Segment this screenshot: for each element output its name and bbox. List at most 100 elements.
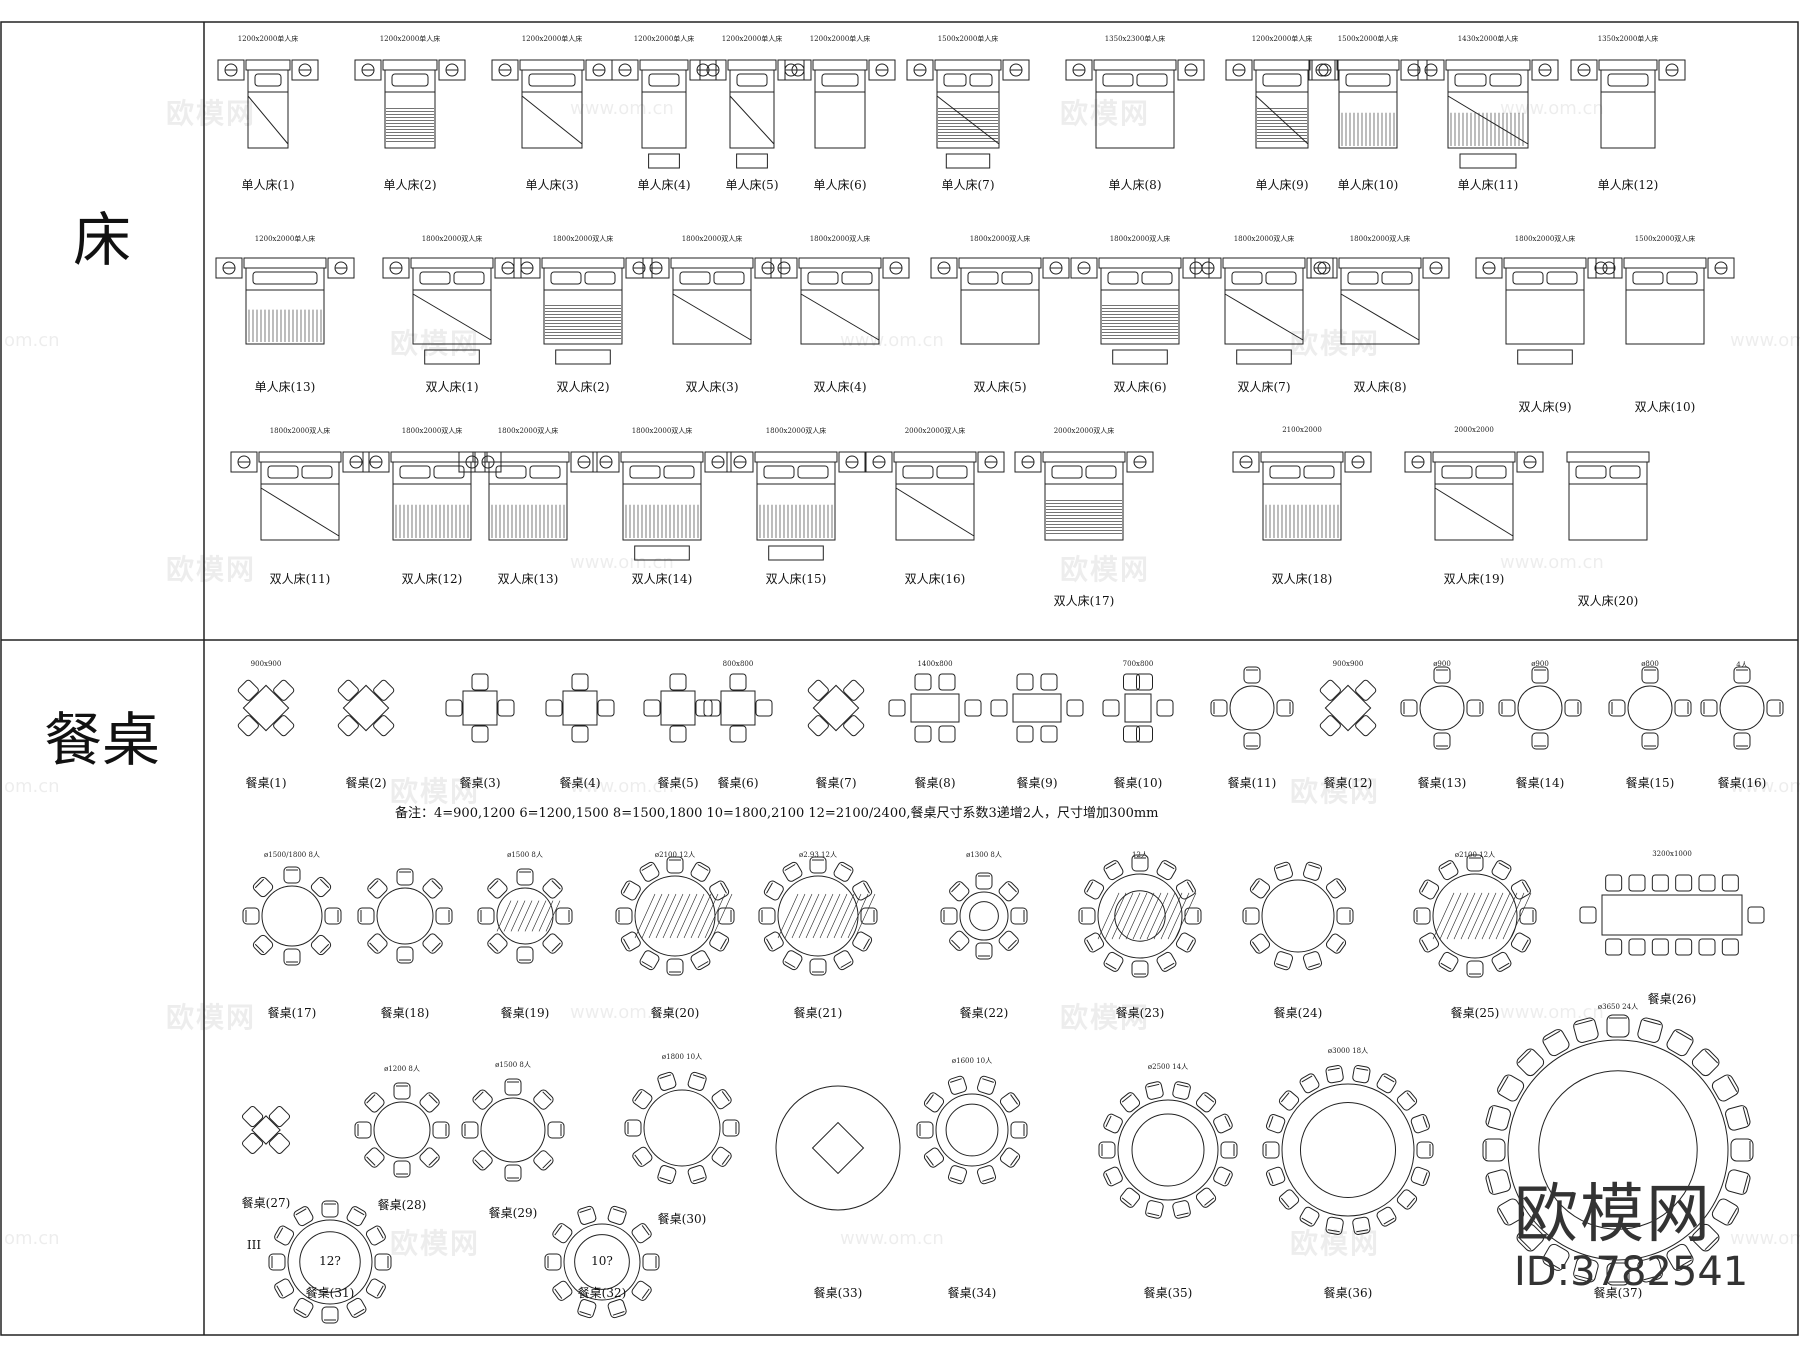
dining-table-symbol <box>544 1205 660 1319</box>
bed-dimension: 1200x2000单人床 <box>254 235 316 243</box>
dining-caption: 餐桌(25) <box>1450 1006 1500 1020</box>
dining-dimension: ø2500 14人 <box>1147 1063 1189 1071</box>
dining-dimension: ø2100 12人 <box>1454 851 1496 859</box>
bed-symbol <box>215 257 355 345</box>
watermark-url: om.cn <box>4 330 60 351</box>
bed-caption: 单人床(5) <box>725 178 779 192</box>
bed-dimension: 1200x2000单人床 <box>633 35 695 43</box>
dining-dimension: 900x900 <box>1332 660 1364 668</box>
bed-dimension: 2000x2000 <box>1454 426 1494 434</box>
dining-table-symbol <box>775 1085 901 1211</box>
dining-dimension: ø1300 8人 <box>966 851 1002 859</box>
bed-symbol <box>513 257 653 365</box>
watermark-url: www.om.cn <box>1730 776 1800 797</box>
dining-table-symbol <box>1078 854 1202 978</box>
bed-symbol <box>1595 257 1735 345</box>
dining-table-symbol <box>624 1071 740 1185</box>
bed-dimension: 1800x2000双人床 <box>421 235 483 243</box>
dining-dimension: 4人 <box>1736 661 1748 669</box>
dining-caption: 餐桌(31) <box>305 1286 355 1300</box>
bed-dimension: 1430x2000单人床 <box>1457 35 1519 43</box>
dining-caption: 餐桌(16) <box>1717 776 1767 790</box>
bed-caption: 双人床(11) <box>269 572 331 586</box>
bed-caption: 双人床(13) <box>497 572 559 586</box>
dining-table-symbol <box>357 868 453 964</box>
bed-symbol <box>1308 59 1428 149</box>
bed-dimension: 1350x2300单人床 <box>1104 35 1166 43</box>
dining-table-symbol <box>703 673 773 743</box>
dining-caption: 餐桌(30) <box>657 1212 707 1226</box>
watermark-url: www.om.cn <box>570 552 674 573</box>
bed-caption: 双人床(7) <box>1237 380 1291 394</box>
dining-dimension: ø800 <box>1641 660 1659 668</box>
dining-caption: 餐桌(23) <box>1115 1006 1165 1020</box>
bed-caption: 双人床(5) <box>973 380 1027 394</box>
bed-dimension: 1200x2000单人床 <box>379 35 441 43</box>
bed-symbol <box>1566 451 1650 541</box>
bed-caption: 双人床(4) <box>813 380 867 394</box>
bed-symbol <box>354 59 466 149</box>
bed-caption: 单人床(6) <box>813 178 867 192</box>
dining-caption: 餐桌(19) <box>500 1006 550 1020</box>
bed-symbol <box>1475 257 1615 365</box>
dining-caption: 餐桌(6) <box>717 776 759 790</box>
dining-dimension: ø3000 18人 <box>1327 1047 1369 1055</box>
dining-caption: 餐桌(27) <box>241 1196 291 1210</box>
bed-symbol <box>865 451 1005 541</box>
dining-dimension: ø1500 8人 <box>495 1061 531 1069</box>
dining-caption: 餐桌(2) <box>345 776 387 790</box>
watermark-url: www.om.cn <box>840 1228 944 1249</box>
bed-caption: 单人床(4) <box>637 178 691 192</box>
dining-table-symbol <box>242 866 342 966</box>
dining-table-symbol <box>1413 854 1537 978</box>
bed-dimension: 1200x2000单人床 <box>237 35 299 43</box>
dining-dimension: 3200x1000 <box>1652 850 1692 858</box>
watermark-brand: 欧模网 <box>1290 775 1381 808</box>
dining-table-symbol <box>1608 666 1692 750</box>
dining-table-symbol <box>545 673 615 743</box>
bed-dimension: 1500x2000单人床 <box>937 35 999 43</box>
bed-caption: 双人床(6) <box>1113 380 1167 394</box>
dining-dimension: ø900 <box>1433 660 1451 668</box>
watermark-brand: 欧模网 <box>1290 1227 1381 1260</box>
bed-symbol <box>491 59 613 149</box>
dining-caption: 餐桌(28) <box>377 1198 427 1212</box>
dining-caption: 餐桌(34) <box>947 1286 997 1300</box>
dining-table-symbol <box>477 868 573 964</box>
dining-table-symbol <box>237 679 295 737</box>
bed-dimension: 2000x2000双人床 <box>904 427 966 435</box>
bed-section-label: 床 <box>72 206 131 274</box>
watermark-url: www.om.cn <box>570 776 674 797</box>
dining-caption: 餐桌(14) <box>1515 776 1565 790</box>
watermark-url: www.om.cn <box>1500 552 1604 573</box>
dining-caption: 餐桌(32) <box>577 1286 627 1300</box>
watermark-url: www.om.cn <box>1730 1228 1800 1249</box>
bed-dimension: 1200x2000单人床 <box>809 35 871 43</box>
dining-caption: 餐桌(36) <box>1323 1286 1373 1300</box>
dining-caption: 餐桌(33) <box>813 1286 863 1300</box>
watermark-brand: 欧模网 <box>390 1227 481 1260</box>
watermark-url: om.cn <box>4 776 60 797</box>
bed-dimension: 1800x2000双人床 <box>681 235 743 243</box>
dining-dimension: 900x900 <box>250 660 282 668</box>
bed-symbol <box>230 451 370 541</box>
bed-symbol <box>1070 257 1210 365</box>
bed-symbol <box>930 257 1070 345</box>
dining-dimension: ø2.93 12人 <box>799 851 837 859</box>
bed-caption: 单人床(7) <box>941 178 995 192</box>
dining-table-symbol <box>643 673 713 743</box>
dining-table-symbol <box>461 1078 565 1182</box>
dining-table-symbol <box>1102 673 1174 743</box>
watermark-brand: 欧模网 <box>166 553 257 586</box>
bed-dimension: 1200x2000单人床 <box>521 35 583 43</box>
dining-table-symbol <box>1242 861 1354 971</box>
bed-dimension: 1200x2000单人床 <box>721 35 783 43</box>
watermark-url: www.om.cn <box>570 1002 674 1023</box>
dining-table-symbol <box>940 872 1028 960</box>
watermark-brand: 欧模网 <box>1060 1001 1151 1034</box>
dining-dimension: 700x800 <box>1122 660 1154 668</box>
bed-dimension: 1800x2000双人床 <box>497 427 559 435</box>
bed-caption: 单人床(10) <box>1337 178 1399 192</box>
dining-caption: 餐桌(7) <box>815 776 857 790</box>
bed-dimension: 1800x2000双人床 <box>1514 235 1576 243</box>
